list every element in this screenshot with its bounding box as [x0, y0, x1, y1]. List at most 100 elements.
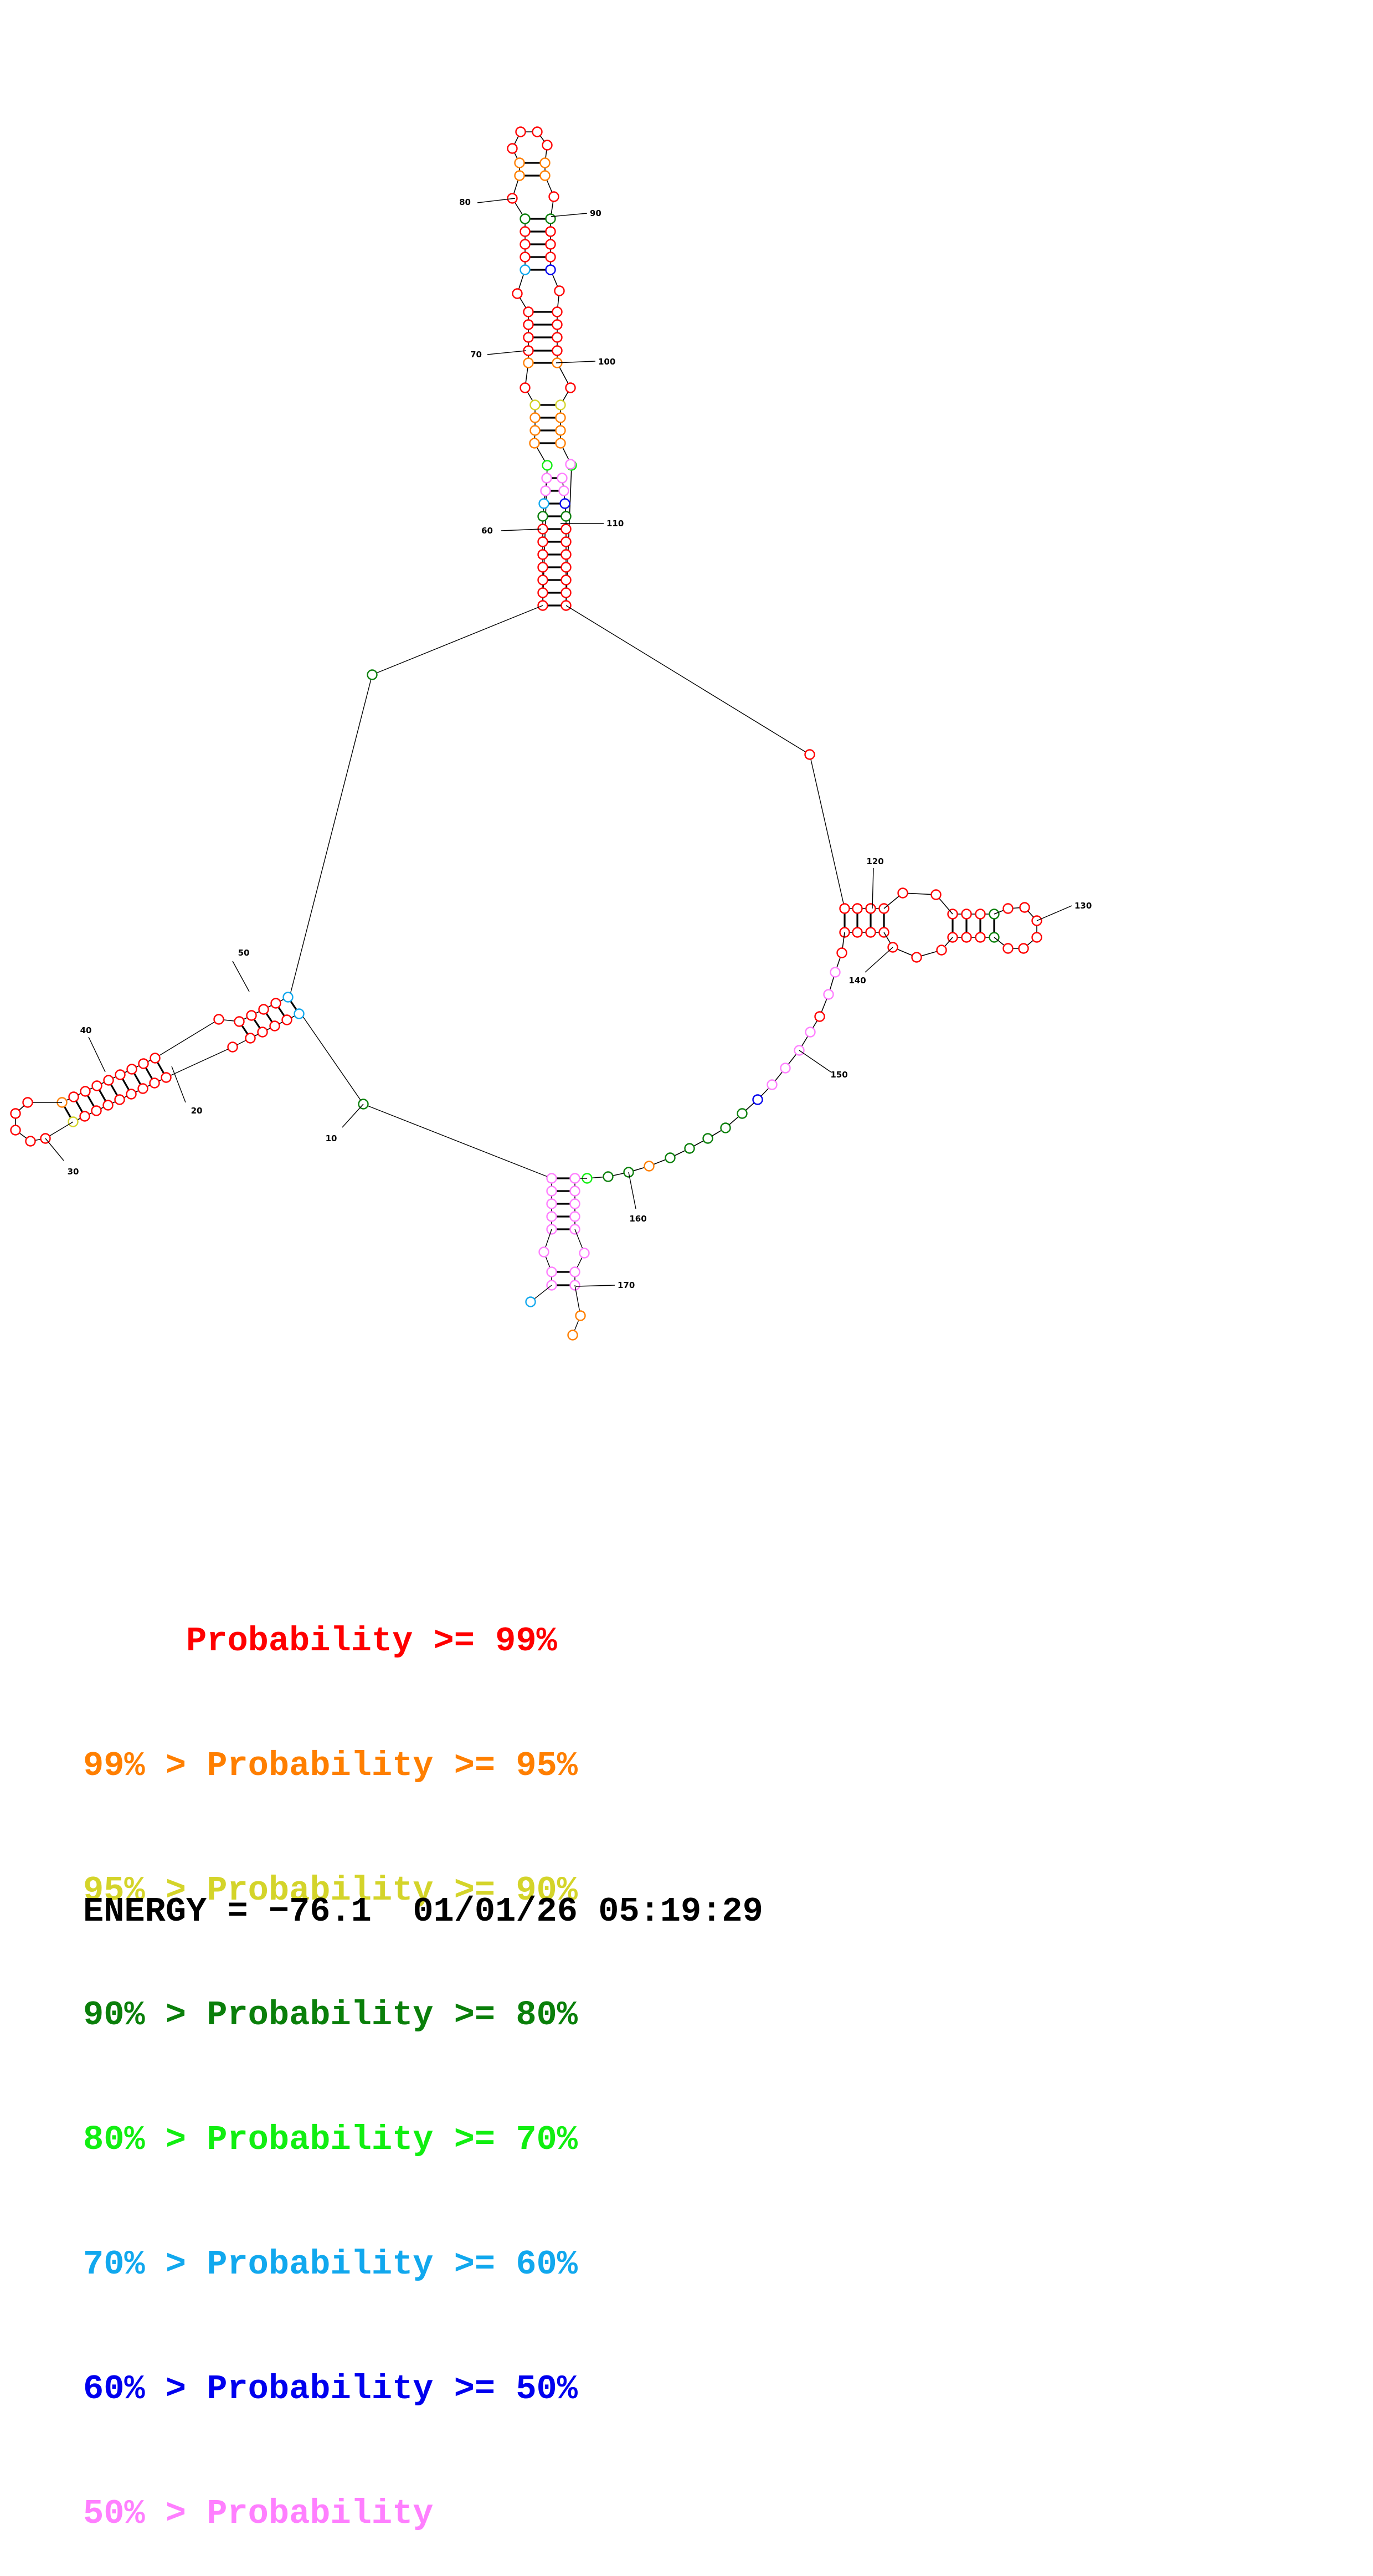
nucleotide [684, 1143, 695, 1154]
nucleotide [545, 213, 556, 224]
legend-prefix [83, 1621, 186, 1661]
legend-text: Probability >= 90% [207, 1871, 578, 1910]
nucleotide [529, 412, 541, 423]
nucleotide [805, 1027, 816, 1038]
nucleotide [552, 306, 563, 317]
footer-date: 01/01/26 [413, 1892, 578, 1931]
position-tick [551, 213, 588, 217]
legend-row: 50% > Probability [83, 2493, 578, 2534]
position-label: 120 [866, 856, 883, 866]
nucleotide [523, 332, 534, 343]
position-tick [477, 198, 516, 203]
nucleotide [575, 1310, 586, 1321]
legend-prefix: 90% > [83, 1995, 207, 2035]
position-label: 60 [481, 526, 493, 536]
nucleotide [569, 1173, 580, 1184]
position-label: 140 [849, 976, 866, 986]
nucleotide [367, 669, 378, 680]
position-tick [45, 1138, 64, 1161]
nucleotide [560, 562, 572, 573]
nucleotide [548, 191, 559, 202]
nucleotide [555, 425, 566, 436]
nucleotide [538, 1246, 549, 1258]
multiloop-line [372, 605, 543, 675]
legend-row: 80% > Probability >= 70% [83, 2119, 578, 2161]
position-tick [342, 1104, 364, 1128]
nucleotide [25, 1136, 36, 1147]
nucleotide [529, 399, 541, 410]
nucleotide [246, 1010, 257, 1021]
nucleotide [68, 1091, 79, 1102]
nucleotide [546, 1211, 557, 1222]
nucleotide [823, 989, 834, 1000]
nucleotide [520, 239, 531, 250]
nucleotide [234, 1016, 245, 1027]
nucleotide [91, 1080, 102, 1091]
nucleotide [546, 1198, 557, 1209]
multiloop-line [290, 674, 373, 995]
nucleotide [538, 498, 549, 509]
nucleotide [269, 1020, 280, 1032]
nucleotide [560, 549, 572, 560]
nucleotide [555, 438, 566, 449]
nucleotide [537, 536, 548, 547]
multiloop-line [363, 1104, 552, 1179]
nucleotide [149, 1077, 160, 1089]
nucleotide [10, 1108, 21, 1119]
nucleotide [560, 536, 572, 547]
nucleotide [603, 1171, 614, 1182]
nucleotide [1018, 943, 1029, 954]
nucleotide [126, 1064, 137, 1075]
position-tick [799, 1050, 831, 1073]
legend-text: Probability [207, 2494, 434, 2533]
position-label: 90 [590, 208, 601, 218]
nucleotide [537, 511, 548, 522]
legend-prefix: 60% > [83, 2369, 207, 2409]
nucleotide [114, 1094, 125, 1105]
nucleotide [560, 587, 572, 598]
nucleotide [512, 288, 523, 299]
nucleotide [555, 412, 566, 423]
legend-prefix: 70% > [83, 2245, 207, 2284]
legend-row: 90% > Probability >= 80% [83, 1994, 578, 2036]
nucleotide [541, 473, 552, 484]
nucleotide [10, 1125, 21, 1136]
nucleotide [161, 1072, 172, 1083]
nucleotide [579, 1248, 590, 1259]
nucleotide [126, 1089, 137, 1100]
nucleotide [565, 382, 576, 393]
legend-row: 70% > Probability >= 60% [83, 2244, 578, 2285]
position-label: 10 [326, 1133, 337, 1143]
position-label: 150 [830, 1070, 847, 1080]
nucleotide [554, 285, 565, 296]
multiloop-line [299, 1010, 364, 1105]
position-tick [232, 961, 250, 992]
nucleotide [804, 749, 815, 760]
legend-text: Probability >= 95% [207, 1746, 578, 1785]
nucleotide [865, 903, 876, 914]
position-tick [88, 1036, 106, 1073]
legend-row: Probability >= 99% [83, 1620, 578, 1662]
nucleotide [644, 1161, 655, 1172]
position-tick [501, 528, 542, 531]
footer-time: 05:19:29 [598, 1892, 763, 1931]
nucleotide [557, 473, 568, 484]
nucleotide [270, 998, 281, 1009]
nucleotide [520, 264, 531, 275]
backbone-line [902, 892, 937, 895]
position-tick [872, 868, 874, 909]
nucleotide [103, 1075, 114, 1086]
nucleotide [540, 485, 551, 496]
nucleotide [282, 992, 294, 1003]
nucleotide [22, 1097, 33, 1108]
backbone-line [155, 1019, 219, 1059]
legend-text: Probability >= 80% [207, 1995, 578, 2035]
energy-label: ENERGY = [83, 1892, 269, 1931]
nucleotide [552, 345, 563, 356]
nucleotide [245, 1033, 256, 1044]
nucleotide [559, 498, 570, 509]
nucleotide [525, 1296, 536, 1307]
nucleotide [539, 157, 551, 168]
nucleotide [281, 1014, 292, 1025]
position-label: 110 [606, 519, 624, 528]
